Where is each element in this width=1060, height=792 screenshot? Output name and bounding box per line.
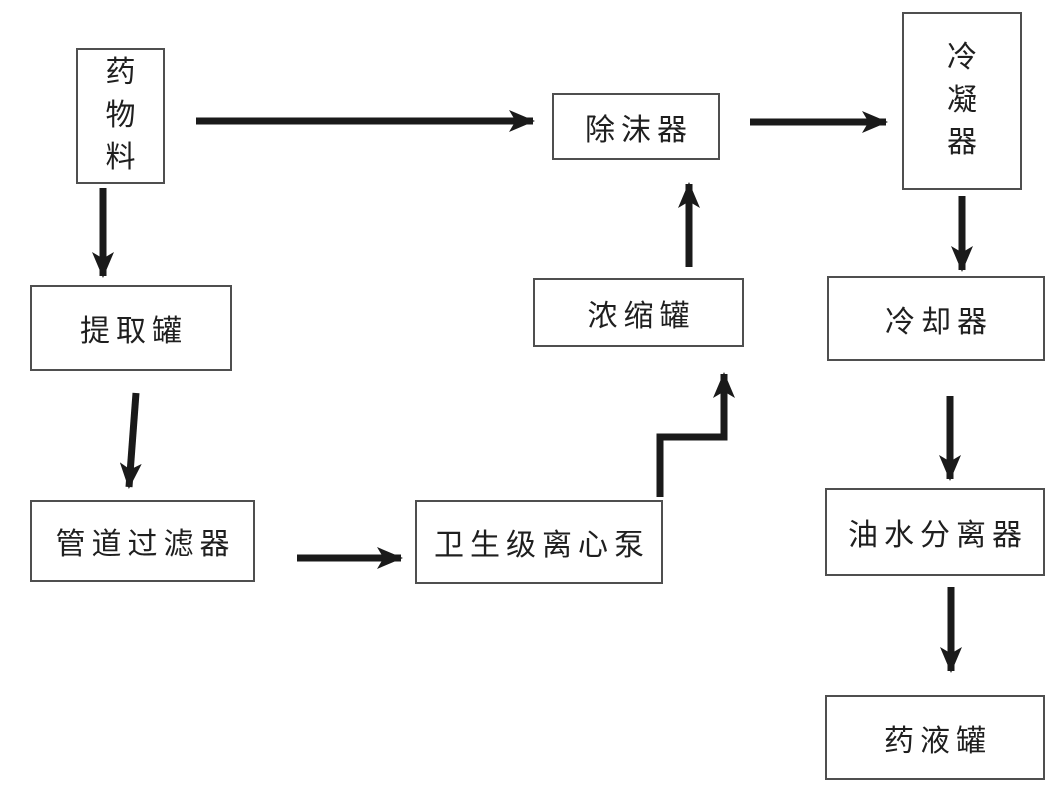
node-concentration-tank-label: 浓缩罐	[587, 298, 696, 334]
node-condenser: 冷凝器	[902, 12, 1022, 190]
node-sanitary-centrifugal-pump: 卫生级离心泵	[415, 500, 663, 584]
node-cooler-label: 冷却器	[885, 304, 993, 340]
node-medicine-liquid-tank: 药液罐	[825, 695, 1045, 780]
node-drug-material-label: 药物料	[105, 55, 136, 176]
node-extraction-tank: 提取罐	[30, 285, 232, 371]
node-condenser-label: 冷凝器	[947, 40, 977, 161]
node-sanitary-centrifugal-pump-label: 卫生级离心泵	[434, 528, 650, 563]
arrow-extraction-tank-to-pipeline-filter	[119, 392, 142, 489]
node-cooler: 冷却器	[827, 276, 1045, 361]
node-pipeline-filter: 管道过滤器	[30, 500, 255, 582]
node-oil-water-separator-label: 油水分离器	[848, 518, 1028, 553]
node-medicine-liquid-tank-label: 药液罐	[884, 723, 992, 759]
arrow-pump-to-concentration-tank	[656, 372, 735, 497]
node-drug-material: 药物料	[76, 48, 165, 184]
node-demister-label: 除沫器	[585, 112, 693, 148]
node-pipeline-filter-label: 管道过滤器	[55, 527, 236, 562]
node-oil-water-separator: 油水分离器	[825, 488, 1045, 576]
node-demister: 除沫器	[552, 93, 720, 160]
node-concentration-tank: 浓缩罐	[533, 278, 744, 347]
node-extraction-tank-label: 提取罐	[80, 314, 188, 349]
